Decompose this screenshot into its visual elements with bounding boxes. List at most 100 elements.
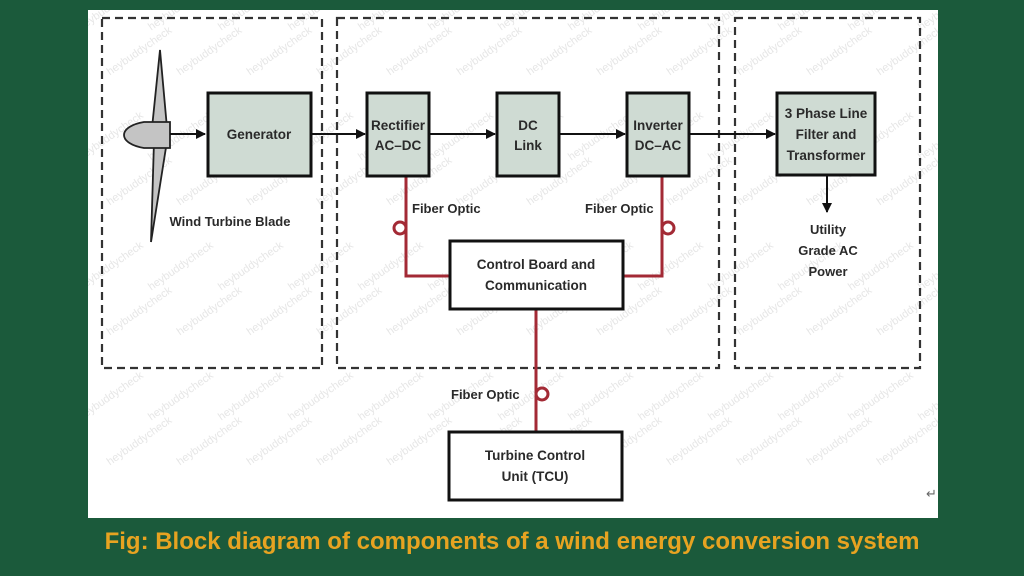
- tcu-label-line1: Turbine Control: [485, 448, 585, 463]
- inverter-label-line2: DC–AC: [635, 138, 682, 153]
- watermark-text: heybuddycheck: [776, 10, 846, 33]
- watermark-text: heybuddycheck: [875, 414, 938, 468]
- filter-label-line3: Transformer: [787, 148, 867, 163]
- watermark-text: heybuddycheck: [315, 414, 385, 468]
- fiber-connector-right: [660, 220, 676, 236]
- rectifier-label-line2: AC–DC: [375, 138, 422, 153]
- tcu-label-line2: Unit (TCU): [502, 469, 569, 484]
- fiber-connector-bottom: [534, 386, 550, 402]
- watermark-text: heybuddycheck: [496, 10, 566, 33]
- fiber-optic-label-left: Fiber Optic: [412, 201, 481, 216]
- filter-transformer-block: 3 Phase Line Filter and Transformer: [775, 91, 877, 177]
- watermark-text: heybuddycheck: [88, 369, 146, 423]
- watermark-text: heybuddycheck: [636, 239, 706, 293]
- filter-label-line2: Filter and: [796, 127, 857, 142]
- grid-group-box: [733, 16, 922, 370]
- control-board-label-line1: Control Board and: [477, 257, 596, 272]
- watermark-text: heybuddycheck: [356, 239, 426, 293]
- watermark-text: heybuddycheck: [146, 369, 216, 423]
- dc-link-label-line1: DC: [518, 118, 538, 133]
- output-label-line3: Power: [808, 264, 847, 279]
- watermark-text: heybuddycheck: [875, 24, 938, 78]
- watermark-text: heybuddycheck: [706, 369, 776, 423]
- filter-label-line1: 3 Phase Line: [785, 106, 868, 121]
- watermark-text: heybuddycheck: [216, 239, 286, 293]
- turbine-group-box: [100, 16, 324, 370]
- rectifier-block: Rectifier AC–DC: [365, 91, 431, 178]
- watermark-text: heybuddycheck: [105, 284, 175, 338]
- watermark-text: heybuddycheck: [805, 284, 875, 338]
- watermark-text: heybuddycheck: [846, 369, 916, 423]
- watermark-text: heybuddycheck: [88, 239, 146, 293]
- fiber-connector-left: [392, 220, 408, 236]
- watermark-text: heybuddycheck: [706, 239, 776, 293]
- tcu-block: Turbine Control Unit (TCU): [447, 430, 624, 502]
- watermark-text: heybuddycheck: [735, 284, 805, 338]
- fiber-line-inverter: [624, 175, 664, 278]
- watermark-text: heybuddycheck: [665, 414, 735, 468]
- watermark-text: heybuddycheck: [636, 369, 706, 423]
- watermark-text: heybuddycheck: [216, 369, 286, 423]
- watermark-text: heybuddycheck: [846, 10, 916, 33]
- watermark-text: heybuddycheck: [105, 414, 175, 468]
- control-board-label-line2: Communication: [485, 278, 587, 293]
- watermark-text: heybuddycheck: [636, 10, 706, 33]
- watermark-text: heybuddycheck: [385, 24, 455, 78]
- watermark-text: heybuddycheck: [426, 109, 496, 163]
- figure-caption: Fig: Block diagram of components of a wi…: [104, 528, 920, 555]
- return-glyph-icon: ↵: [926, 486, 937, 501]
- watermark-text: heybuddycheck: [245, 24, 315, 78]
- watermark-text: heybuddycheck: [175, 24, 245, 78]
- control-board-block: Control Board and Communication: [448, 239, 625, 311]
- watermark-text: heybuddycheck: [385, 414, 455, 468]
- output-label-line2: Grade AC: [798, 243, 858, 258]
- watermark-text: heybuddycheck: [356, 10, 426, 33]
- watermark-text: heybuddycheck: [566, 109, 636, 163]
- watermark-text: heybuddycheck: [175, 284, 245, 338]
- watermark-text: heybuddycheck: [776, 369, 846, 423]
- watermark-text: heybuddycheck: [566, 369, 636, 423]
- watermark-text: heybuddycheck: [525, 24, 595, 78]
- watermark-text: heybuddycheck: [665, 24, 735, 78]
- watermark-text: heybuddycheck: [805, 414, 875, 468]
- inverter-label-line1: Inverter: [633, 118, 683, 133]
- generator-label: Generator: [227, 127, 292, 142]
- watermark-text: heybuddycheck: [88, 10, 146, 33]
- fiber-line-rectifier: [404, 175, 450, 278]
- watermark-text: heybuddycheck: [175, 414, 245, 468]
- watermark-text: heybuddycheck: [315, 284, 385, 338]
- output-label-line1: Utility: [810, 222, 847, 237]
- rectifier-label-line1: Rectifier: [371, 118, 426, 133]
- inverter-block: Inverter DC–AC: [625, 91, 691, 178]
- watermark-text: heybuddycheck: [875, 154, 938, 208]
- watermark-text: heybuddycheck: [245, 414, 315, 468]
- converter-group-box: [335, 16, 721, 370]
- watermark-text: heybuddycheck: [426, 10, 496, 33]
- watermark-text: heybuddycheck: [216, 10, 286, 33]
- watermark-text: heybuddycheck: [706, 109, 776, 163]
- dc-link-block: DC Link: [495, 91, 561, 178]
- wind-turbine-blade-icon: [123, 49, 171, 243]
- watermark-text: heybuddycheck: [665, 284, 735, 338]
- watermark-text: heybuddycheck: [735, 414, 805, 468]
- watermark-text: heybuddycheck: [805, 24, 875, 78]
- watermark-text: heybuddycheck: [146, 10, 216, 33]
- watermark-text: heybuddycheck: [735, 24, 805, 78]
- watermark-text: heybuddycheck: [356, 369, 426, 423]
- watermark-text: heybuddycheck: [245, 284, 315, 338]
- watermark-text: heybuddycheck: [385, 284, 455, 338]
- generator-block: Generator: [206, 91, 313, 178]
- watermark-text: heybuddycheck: [706, 10, 776, 33]
- watermark-text: heybuddycheck: [566, 10, 636, 33]
- watermark-text: heybuddycheck: [595, 24, 665, 78]
- watermark-text: heybuddycheck: [455, 24, 525, 78]
- fiber-optic-label-bottom: Fiber Optic: [451, 387, 520, 402]
- watermark-text: heybuddycheck: [875, 284, 938, 338]
- watermark-text: heybuddycheck: [105, 24, 175, 78]
- fiber-optic-label-right: Fiber Optic: [585, 201, 654, 216]
- watermark-text: heybuddycheck: [146, 239, 216, 293]
- watermark-text: heybuddycheck: [286, 369, 356, 423]
- dc-link-label-line2: Link: [514, 138, 542, 153]
